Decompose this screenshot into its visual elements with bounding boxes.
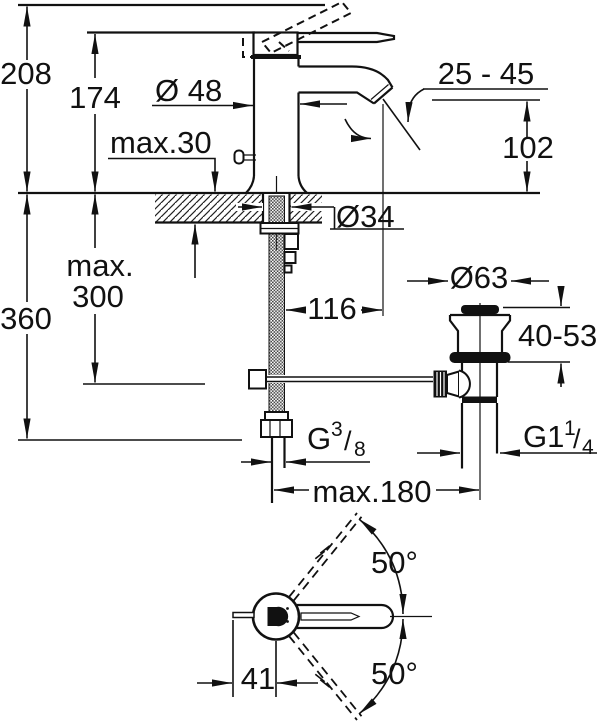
dim-outlet-height: 102 [502,130,554,165]
spout-swivel-arrow [344,118,372,143]
dim-total-height: 208 [0,56,52,91]
g38-base: G [307,421,331,456]
supply-tube-g38 [260,411,293,503]
handle-top-view [232,512,432,721]
dimension-labels: 208 174 max.30 Ø 48 25 - 45 102 Ø34 max.… [0,56,597,696]
dim-max-center-distance: max.180 [313,474,432,509]
g114-numerator: 1 [564,417,576,440]
dim-spout-height-range: 25 - 45 [438,56,535,91]
pull-rod-knob [233,149,256,165]
dim-hose-length-max-line2: 300 [72,279,124,314]
lever-closed-position [297,31,396,44]
g38-numerator: 3 [331,418,343,441]
spout-stream-line [382,98,421,151]
cartridge-stem-hole [267,606,289,627]
label-supply-thread-g38: G 3 / 8 [307,418,366,461]
g114-denominator: 4 [582,436,594,459]
pop-up-rod [248,369,433,390]
rubber-seal-ring [449,352,511,363]
g114-base: G1 [523,419,564,454]
reference-lines [18,3,548,441]
dim-body-diameter: Ø 48 [155,73,222,108]
lever-open-position-dashed [242,0,353,58]
supply-hose [259,195,300,413]
label-waste-thread-g114: G1 1 / 4 [523,417,594,459]
dim-basin-thickness-range: 40-53 [518,318,597,353]
g38-slash: / [344,426,352,456]
dim-total-depth: 360 [0,301,52,336]
dim-max-deck-thickness: max.30 [110,125,212,160]
dim-handle-swing-lower: 50° [371,656,418,691]
dim-shank-diameter: Ø34 [336,199,395,234]
body-flat-tab [232,611,255,619]
dim-handle-offset: 41 [241,661,275,696]
handle-dashed-lower [288,631,363,721]
g114-slash: / [573,424,581,454]
dim-waste-flange-diameter: Ø63 [450,260,509,295]
dim-height-to-lever: 174 [69,80,121,115]
dim-spout-reach: 116 [307,291,356,326]
waste-drain-assembly [433,303,512,500]
handle-dashed-upper [288,512,363,602]
dim-handle-swing-upper: 50° [371,545,418,580]
dimension-lines [23,6,597,697]
g38-denominator: 8 [354,438,366,461]
handle-outline-top-view [297,603,395,630]
dim-hose-length-max-line1: max. [66,248,133,283]
